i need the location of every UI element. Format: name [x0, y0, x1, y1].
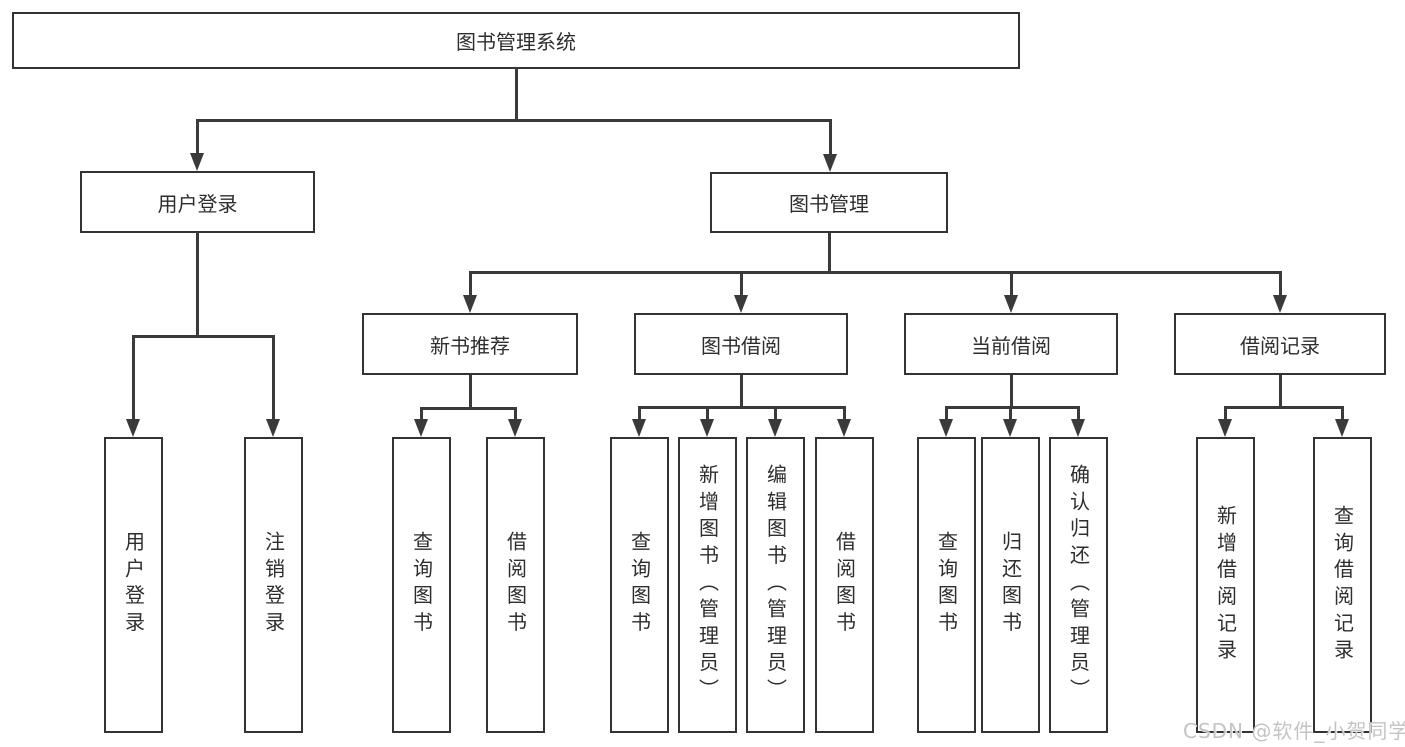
connector-line [1077, 406, 1080, 420]
connector-line [843, 406, 846, 420]
connector-line [420, 407, 423, 420]
node-borrowing-records: 借阅记录 [1174, 313, 1386, 375]
connector-book-mgmt-trunk [828, 233, 831, 273]
arrow-down-icon [414, 419, 428, 437]
node-book-management: 图书管理 [710, 172, 948, 233]
arrow-down-icon [463, 295, 477, 313]
connector-line [740, 375, 743, 408]
arrow-down-icon [1218, 419, 1232, 437]
connector-line [638, 406, 641, 420]
arrow-down-icon [823, 154, 837, 172]
leaf-query-books-recommend: 查询图书 [392, 437, 451, 733]
connector-rail [420, 407, 516, 410]
connector-to-user-login [196, 119, 199, 155]
connector-line [514, 407, 517, 420]
arrow-down-icon [266, 419, 280, 437]
connector-line [132, 335, 135, 420]
leaf-query-books-borrowing: 查询图书 [610, 437, 669, 733]
arrow-down-icon [700, 419, 714, 437]
connector-user-login-rail [132, 335, 274, 338]
arrow-down-icon [1335, 419, 1349, 437]
csdn-watermark: CSDN @软件_小贺同学 [1183, 719, 1405, 743]
connector-line [774, 406, 777, 420]
connector-level3-rail [469, 271, 1281, 274]
connector-line [1010, 271, 1013, 296]
connector-line [1224, 406, 1227, 420]
connector-rail [945, 406, 1079, 409]
arrow-down-icon [126, 419, 140, 437]
connector-rail [638, 406, 845, 409]
arrow-down-icon [1071, 419, 1085, 437]
connector-level2-rail [196, 119, 831, 122]
connector-line [1010, 375, 1013, 408]
connector-rail [1224, 406, 1343, 409]
arrow-down-icon [1003, 419, 1017, 437]
node-library-management-system: 图书管理系统 [12, 12, 1020, 69]
leaf-return-books: 归还图书 [981, 437, 1040, 733]
leaf-add-books-admin: 新增图书（管理员） [678, 437, 737, 733]
connector-line [272, 335, 275, 420]
connector-line [1279, 375, 1282, 408]
node-new-book-recommendation: 新书推荐 [362, 313, 578, 375]
connector-line [1279, 271, 1282, 296]
connector-line [740, 271, 743, 296]
leaf-edit-books-admin: 编辑图书（管理员） [746, 437, 805, 733]
connector-line [469, 375, 472, 409]
leaf-add-borrow-record: 新增借阅记录 [1196, 437, 1255, 733]
connector-user-login-trunk [196, 232, 199, 337]
leaf-user-login: 用户登录 [104, 437, 163, 733]
connector-line [945, 406, 948, 420]
connector-line [1009, 406, 1012, 420]
arrow-down-icon [768, 419, 782, 437]
leaf-borrow-books: 借阅图书 [815, 437, 874, 733]
connector-line [469, 271, 472, 296]
arrow-down-icon [1273, 295, 1287, 313]
arrow-down-icon [508, 419, 522, 437]
leaf-query-books-current: 查询图书 [917, 437, 976, 733]
node-book-borrowing: 图书借阅 [634, 313, 848, 375]
node-current-borrowing: 当前借阅 [904, 313, 1118, 375]
arrow-down-icon [939, 419, 953, 437]
arrow-down-icon [837, 419, 851, 437]
arrow-down-icon [632, 419, 646, 437]
connector-to-book-management [829, 119, 832, 155]
connector-root-trunk [515, 68, 518, 120]
leaf-borrow-books-recommend: 借阅图书 [486, 437, 545, 733]
arrow-down-icon [190, 153, 204, 171]
leaf-query-borrow-record: 查询借阅记录 [1313, 437, 1372, 733]
connector-line [706, 406, 709, 420]
leaf-confirm-return-admin: 确认归还（管理员） [1049, 437, 1108, 733]
arrow-down-icon [734, 295, 748, 313]
connector-line [1341, 406, 1344, 420]
arrow-down-icon [1004, 295, 1018, 313]
leaf-logout: 注销登录 [244, 437, 303, 733]
node-user-login: 用户登录 [80, 171, 315, 233]
